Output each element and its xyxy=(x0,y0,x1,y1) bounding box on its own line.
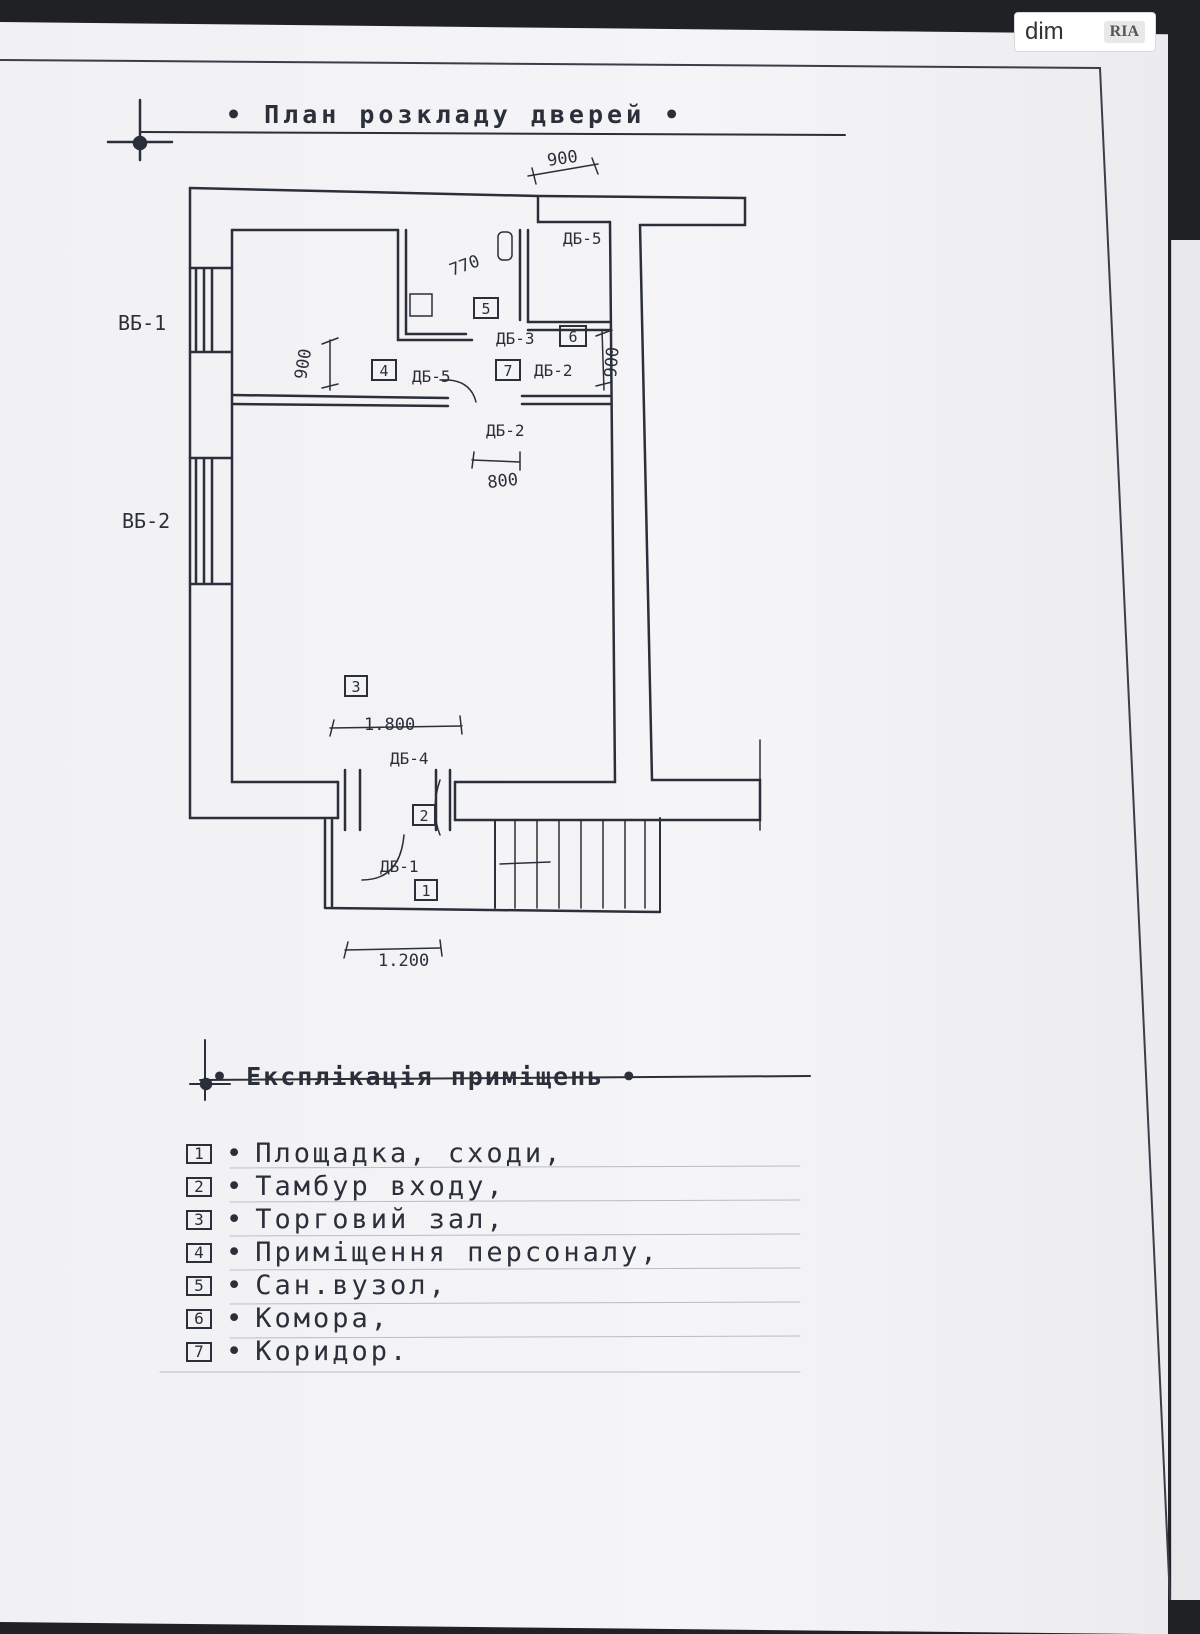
dim-top-door: 900 xyxy=(546,147,579,171)
dim-entrance-width: 1.800 xyxy=(364,715,415,735)
door-label-db5-room4: ДБ-5 xyxy=(412,367,451,386)
dimria-watermark: dim RIA xyxy=(1014,12,1156,52)
legend-item: 7 • Коридор. xyxy=(186,1336,660,1367)
room-box-3 xyxy=(344,675,368,697)
door-label-db2-hall: ДБ-2 xyxy=(486,421,525,440)
legend-item: 4 • Приміщення персоналу, xyxy=(186,1237,660,1268)
window-label-vb2: ВБ-2 xyxy=(122,509,170,533)
legend-item: 5 • Сан.вузол, xyxy=(186,1270,660,1301)
door-label-db5-top: ДБ-5 xyxy=(563,229,602,248)
legend-label: Площадка, сходи, xyxy=(255,1138,564,1169)
legend-number: 2 xyxy=(186,1176,212,1197)
room-box-5 xyxy=(473,297,499,319)
floor-plan-drawing: 1 2 3 4 5 6 7 ВБ-1 ВБ-2 900 900 900 800 … xyxy=(0,59,1171,1600)
plan-title: • План розкладу дверей • xyxy=(226,100,684,129)
watermark-logo: RIA xyxy=(1103,21,1145,43)
dim-hall-door: 800 xyxy=(486,470,519,493)
bullet-icon: • xyxy=(226,1171,246,1202)
door-label-db4: ДБ-4 xyxy=(390,749,429,768)
dim-wc: 770 xyxy=(447,251,483,280)
room-box-2 xyxy=(412,804,436,826)
legend-label: Приміщення персоналу, xyxy=(255,1237,660,1268)
legend-label: Сан.вузол, xyxy=(255,1270,448,1301)
legend-number: 4 xyxy=(186,1242,212,1263)
room-box-1 xyxy=(414,879,438,901)
legend-item: 1 • Площадка, сходи, xyxy=(186,1138,660,1169)
room-box-7 xyxy=(495,359,521,381)
dim-room6-door: 900 xyxy=(601,346,624,378)
room-number-6: 6 xyxy=(568,328,577,346)
legend-label: Торговий зал, xyxy=(255,1204,506,1235)
paper-edge xyxy=(1171,240,1200,1600)
bullet-icon: • xyxy=(226,1270,246,1301)
bullet-icon: • xyxy=(226,1336,246,1367)
room-number-5: 5 xyxy=(481,300,490,318)
legend-label: Коридор. xyxy=(255,1336,410,1367)
room-box-6 xyxy=(559,325,587,347)
legend-number: 1 xyxy=(186,1143,212,1164)
door-label-db1: ДБ-1 xyxy=(380,857,419,876)
legend-number: 6 xyxy=(186,1308,212,1329)
door-label-db3: ДБ-3 xyxy=(496,329,535,348)
door-label-db2-room6: ДБ-2 xyxy=(534,361,573,380)
room-number-4: 4 xyxy=(379,362,388,380)
legend-item: 2 • Тамбур входу, xyxy=(186,1171,660,1202)
legend-title: • Експлікація приміщень • xyxy=(212,1062,639,1091)
legend-label: Тамбур входу, xyxy=(255,1171,506,1202)
room-legend: 1 • Площадка, сходи, 2 • Тамбур входу, 3… xyxy=(186,1138,660,1369)
legend-number: 5 xyxy=(186,1275,212,1296)
room-number-3: 3 xyxy=(351,678,360,696)
watermark-brand: dim xyxy=(1025,18,1064,45)
window-label-vb1: ВБ-1 xyxy=(118,311,166,335)
dim-landing-width: 1.200 xyxy=(378,951,429,971)
legend-number: 3 xyxy=(186,1209,212,1230)
bullet-icon: • xyxy=(226,1138,246,1169)
legend-number: 7 xyxy=(186,1341,212,1362)
legend-item: 3 • Торговий зал, xyxy=(186,1204,660,1235)
bullet-icon: • xyxy=(226,1204,246,1235)
legend-item: 6 • Комора, xyxy=(186,1303,660,1334)
room-box-4 xyxy=(371,359,397,381)
room-number-2: 2 xyxy=(419,807,428,825)
room-number-7: 7 xyxy=(503,362,512,380)
legend-label: Комора, xyxy=(255,1303,391,1334)
bullet-icon: • xyxy=(226,1303,246,1334)
bullet-icon: • xyxy=(226,1237,246,1268)
room-number-1: 1 xyxy=(421,882,430,900)
dim-room4-door: 900 xyxy=(291,347,316,381)
